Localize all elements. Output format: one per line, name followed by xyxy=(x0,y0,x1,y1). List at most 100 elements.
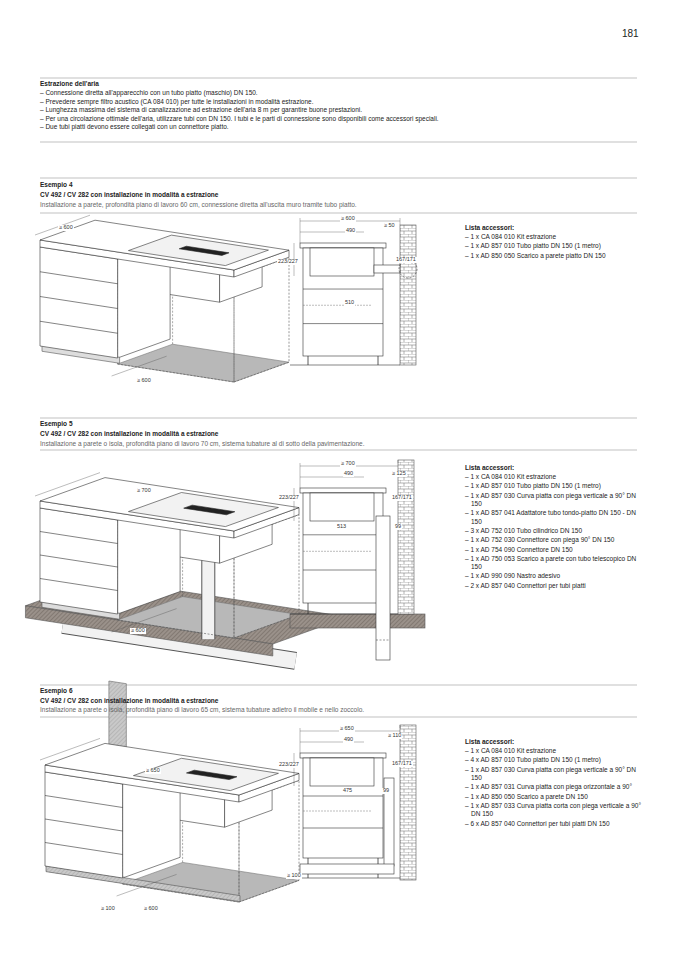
dimension-label: 513 xyxy=(336,524,347,530)
accessory-item: – 1 x AD 857 030 Curva piatta con piega … xyxy=(465,492,646,509)
plinth-duct xyxy=(300,864,394,874)
accessory-item: – 1 x CA 084 010 Kit estrazione xyxy=(465,233,646,241)
device-housing xyxy=(310,493,374,521)
drawer-line xyxy=(40,579,118,591)
dimension-label: ≥ 650 xyxy=(339,726,355,732)
extension-line xyxy=(400,725,401,728)
dimension-label: ≥ 110 xyxy=(387,733,402,739)
brick-wall xyxy=(398,460,414,614)
brick-wall xyxy=(400,225,416,365)
accessory-item: – 1 x CA 084 010 Kit estrazione xyxy=(465,747,646,755)
worktop xyxy=(300,243,386,248)
intro-note: – Due tubi piatti devono essere collegat… xyxy=(40,123,229,131)
drawer-line xyxy=(40,321,118,333)
rule-line xyxy=(40,142,637,143)
extraction-slot xyxy=(179,246,229,255)
page-number: 181 xyxy=(622,27,639,40)
dimension-label: 223/227 xyxy=(278,495,300,501)
dimension-label: ≥ 600 xyxy=(58,225,74,231)
dimension-label: ≥ 600 xyxy=(136,378,152,384)
floor-area xyxy=(118,344,289,382)
accessory-item: – 1 x AD 857 030 Curva piatta con piega … xyxy=(465,766,646,783)
dimension-label: 510 xyxy=(344,300,355,306)
worktop xyxy=(300,488,386,493)
dimension-label: ≥ 125 xyxy=(391,471,407,477)
worktop xyxy=(40,220,289,270)
cabinet-illustration xyxy=(25,473,347,661)
rule-line xyxy=(40,78,637,79)
drawer-line xyxy=(45,819,123,831)
dimension-label: 223/227 xyxy=(277,259,299,265)
dimension-label: ≥ 600 xyxy=(130,628,146,634)
hob xyxy=(128,493,278,527)
rule-line xyxy=(40,717,637,718)
dimension-label: ≥ 700 xyxy=(136,488,152,494)
dimension-line xyxy=(112,356,167,376)
accessory-item: – 3 x AD 752 010 Tubo cilindrico DN 150 xyxy=(465,527,646,535)
example-heading: CV 492 / CV 282 con installazione in mod… xyxy=(40,191,218,199)
accessory-item: – 1 x AD 857 010 Tubo piatto DN 150 (1 m… xyxy=(465,482,646,490)
dimension-label: 167/171 xyxy=(391,761,413,767)
dimension-label: 223/227 xyxy=(278,762,300,768)
round-duct xyxy=(376,516,390,660)
cabinet xyxy=(303,493,383,603)
worktop xyxy=(300,753,386,758)
extension-line xyxy=(300,728,301,753)
cabinet-leg xyxy=(308,603,309,614)
floor-line xyxy=(290,878,400,879)
floor-slab xyxy=(290,614,425,628)
extension-line xyxy=(300,463,301,488)
brick-wall xyxy=(400,725,416,880)
accessory-item: – 1 x AD 752 030 Connettore con piega 90… xyxy=(465,536,646,544)
extension-line xyxy=(400,218,401,225)
accessory-item: – 1 x AD 857 031 Curva piatta con piega … xyxy=(465,783,646,791)
section-drawing xyxy=(290,460,425,660)
dimension-label: 99 xyxy=(382,788,390,794)
dimension-line xyxy=(303,811,372,812)
dimension-label: ≥ 600 xyxy=(340,216,356,222)
dimension-line xyxy=(35,215,90,235)
cabinet-leg xyxy=(378,356,379,365)
dimension-line xyxy=(294,753,295,786)
drawing-line xyxy=(303,796,383,797)
drawer-line xyxy=(40,297,118,309)
cabinet-illustration xyxy=(35,215,289,382)
example-heading: Esempio 5 xyxy=(40,420,73,428)
accessory-item: – 1 x AD 990 090 Nastro adesivo xyxy=(465,572,646,580)
rule-line xyxy=(40,178,637,179)
device-housing xyxy=(310,248,374,276)
drawing-line xyxy=(303,570,383,571)
accessory-item: – 1 x AD 857 033 Curva piatta corta con … xyxy=(465,802,646,819)
example-subtitle: Installazione a parete, profondità piano… xyxy=(40,201,357,209)
extraction-slot xyxy=(186,770,236,779)
accessory-item: – 1 x AD 850 050 Scarico a parete piatto… xyxy=(465,252,646,260)
drawing-line xyxy=(303,323,383,324)
extension-line xyxy=(398,460,399,463)
dimension-line xyxy=(303,551,372,552)
dimension-label: 99 xyxy=(394,524,402,530)
drawer-cabinet xyxy=(45,772,123,878)
hob xyxy=(133,758,278,790)
drawing-line xyxy=(303,289,383,290)
drawer-cabinet xyxy=(40,508,118,614)
section-drawing xyxy=(290,725,416,880)
accessory-item: – 1 x AD 750 053 Scarico a parete con tu… xyxy=(465,555,646,572)
duct-joint xyxy=(376,640,390,641)
dimension-label: 490 xyxy=(343,471,354,477)
floor-line xyxy=(290,365,400,366)
example-heading: CV 492 / CV 282 con installazione in mod… xyxy=(40,697,218,705)
cabinet xyxy=(303,758,383,858)
accessory-item: – 1 x AD 850 050 Scarico a parete DN 150 xyxy=(465,793,646,801)
dimension-label: 167/171 xyxy=(391,495,413,501)
rule-line xyxy=(40,213,637,214)
cabinet-leg xyxy=(308,356,309,365)
dimension-line xyxy=(303,305,372,306)
example-heading: CV 492 / CV 282 con installazione in mod… xyxy=(40,430,218,438)
dimension-label: ≥ 700 xyxy=(340,461,356,467)
example-subtitle: Installazione a parete o isola, profondi… xyxy=(40,706,364,714)
dimension-line xyxy=(117,874,177,896)
hob xyxy=(128,235,268,265)
drawer-line xyxy=(40,555,118,567)
drawer-line xyxy=(40,532,118,544)
